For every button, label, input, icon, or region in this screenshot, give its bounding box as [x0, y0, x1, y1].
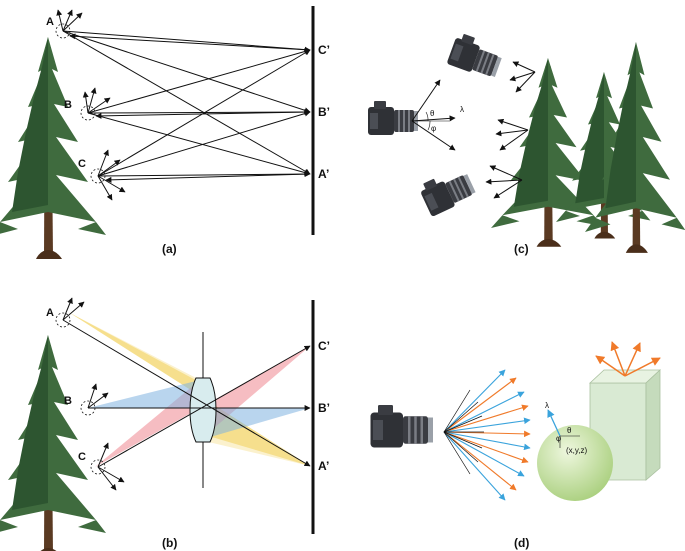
rays-a [62, 30, 311, 183]
box-reflection-rays [595, 341, 661, 377]
tree-icon [0, 37, 106, 259]
theta-label: θ [430, 109, 435, 118]
panel-c: θ φ λ (c) [368, 31, 685, 256]
camera-icon [417, 165, 478, 217]
theta-label: θ [567, 426, 572, 435]
caption-d: (d) [514, 536, 529, 550]
sphere-shape [537, 425, 613, 501]
panel-d: λ θ φ (x,y,z) (d) [370, 341, 662, 550]
lambda-label: λ [545, 401, 549, 410]
label-A-prime: A’ [318, 167, 329, 181]
label-B: B [64, 99, 72, 111]
tree-icon [0, 335, 106, 551]
panel-b: A B C C’ B’ A’ (b) [0, 297, 330, 551]
label-B: B [64, 395, 72, 407]
camera-icon [370, 405, 433, 448]
panel-a: A B C C’ B’ A’ (a) [0, 6, 330, 259]
caption-c: (c) [514, 242, 529, 256]
lens-shape [189, 377, 217, 443]
label-A: A [46, 307, 54, 319]
label-C-prime: C’ [318, 43, 330, 57]
ray-fan [443, 369, 531, 501]
label-C: C [78, 451, 86, 463]
point-label: (x,y,z) [566, 446, 588, 455]
rays-b [62, 319, 311, 468]
beam-blue [88, 380, 310, 440]
scatter-rays-b [62, 297, 125, 491]
label-A-prime: A’ [318, 459, 329, 473]
caption-a: (a) [162, 242, 177, 256]
camera-icon [368, 101, 418, 135]
caption-b: (b) [162, 536, 177, 550]
label-A: A [46, 16, 54, 28]
label-C: C [78, 158, 86, 170]
lambda-label: λ [460, 105, 464, 114]
label-B-prime: B’ [318, 105, 330, 119]
phi-label: φ [431, 124, 436, 133]
phi-label: φ [556, 434, 561, 443]
rays-c [411, 61, 536, 199]
label-C-prime: C’ [318, 339, 330, 353]
label-B-prime: B’ [318, 401, 330, 415]
camera-icon [446, 31, 506, 81]
